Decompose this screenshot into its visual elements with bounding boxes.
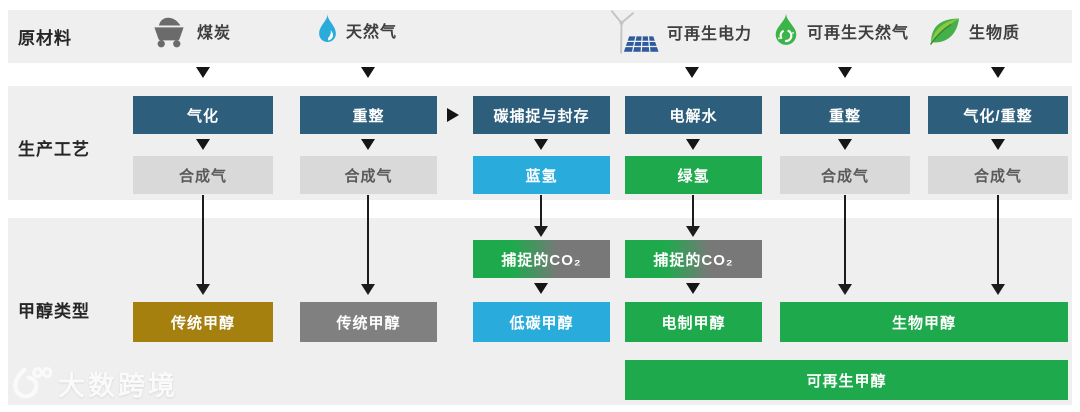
flow-arrow: [361, 195, 375, 295]
raw-material-biomass: 生物质: [928, 15, 1020, 46]
leaf-icon: [929, 18, 959, 45]
arrow-right-icon: [447, 108, 459, 122]
raw-material-renewable-gas: 可再生天然气: [772, 13, 909, 48]
process-box-gasification: 气化: [133, 96, 273, 134]
product-box-blue-hydrogen: 蓝氢: [473, 156, 610, 194]
flow-arrow: [534, 195, 548, 237]
methanol-box-conventional-coal: 传统甲醇: [133, 302, 273, 342]
arrow-down-icon: [534, 139, 548, 150]
arrow-down-icon: [686, 139, 700, 150]
raw-material-label: 可再生天然气: [807, 24, 910, 42]
process-box-gasification-reforming: 气化/重整: [928, 96, 1068, 134]
flow-arrow: [838, 195, 852, 295]
captured-co2-box: 捕捉的CO₂: [625, 240, 762, 278]
flow-arrow: [196, 195, 210, 295]
section-label-process: 生产工艺: [18, 140, 90, 159]
methanol-box-renewable: 可再生甲醇: [625, 360, 1068, 400]
arrow-down-icon: [361, 67, 375, 78]
arrow-down-icon: [838, 139, 852, 150]
arrow-down-icon: [838, 67, 852, 78]
process-box-electrolysis: 电解水: [625, 96, 762, 134]
flow-arrow: [991, 195, 1005, 295]
arrow-down-icon: [196, 67, 210, 78]
process-box-reforming: 重整: [300, 96, 437, 134]
raw-materials-band: [8, 10, 1072, 63]
section-label-raw-materials: 原材料: [18, 29, 72, 48]
arrow-down-icon: [686, 283, 700, 294]
green-flame-recycle-icon: [775, 13, 797, 45]
process-box-reforming-2: 重整: [780, 96, 910, 134]
methanol-box-low-carbon: 低碳甲醇: [473, 302, 610, 342]
captured-co2-box: 捕捉的CO₂: [473, 240, 610, 278]
watermark: 大数跨境: [10, 364, 178, 403]
watermark-text: 大数跨境: [58, 371, 178, 401]
section-label-methanol-type: 甲醇类型: [18, 302, 90, 321]
raw-material-natural-gas: 天然气: [316, 13, 397, 46]
arrow-down-icon: [991, 139, 1005, 150]
raw-material-label: 生物质: [969, 24, 1021, 42]
raw-material-renewable-power: 可再生电力: [608, 8, 752, 55]
raw-material-label: 天然气: [346, 23, 398, 41]
product-box-syngas-2: 合成气: [300, 156, 437, 194]
raw-material-label: 煤炭: [197, 25, 232, 42]
product-box-syngas-3: 合成气: [780, 156, 910, 194]
product-box-green-hydrogen: 绿氢: [625, 156, 762, 194]
methanol-box-e-methanol: 电制甲醇: [625, 302, 762, 342]
arrow-down-icon: [534, 283, 548, 294]
arrow-down-icon: [196, 139, 210, 150]
raw-material-label: 可再生电力: [667, 25, 753, 43]
arrow-down-icon: [991, 67, 1005, 78]
gas-flame-icon: [319, 13, 336, 43]
flow-arrow: [686, 195, 700, 237]
methanol-box-conventional-gas: 传统甲醇: [300, 302, 437, 342]
process-box-ccs: 碳捕捉与封存: [473, 96, 610, 134]
watermark-logo-icon: [13, 366, 52, 398]
raw-material-coal: 煤炭: [148, 13, 231, 49]
methanol-box-bio-methanol: 生物甲醇: [780, 302, 1068, 342]
product-box-syngas-4: 合成气: [928, 156, 1068, 194]
wind-turbine-solar-icon: [610, 10, 659, 54]
product-box-syngas-1: 合成气: [133, 156, 273, 194]
coal-cart-icon: [154, 17, 184, 48]
arrow-down-icon: [361, 139, 375, 150]
arrow-down-icon: [685, 67, 699, 78]
